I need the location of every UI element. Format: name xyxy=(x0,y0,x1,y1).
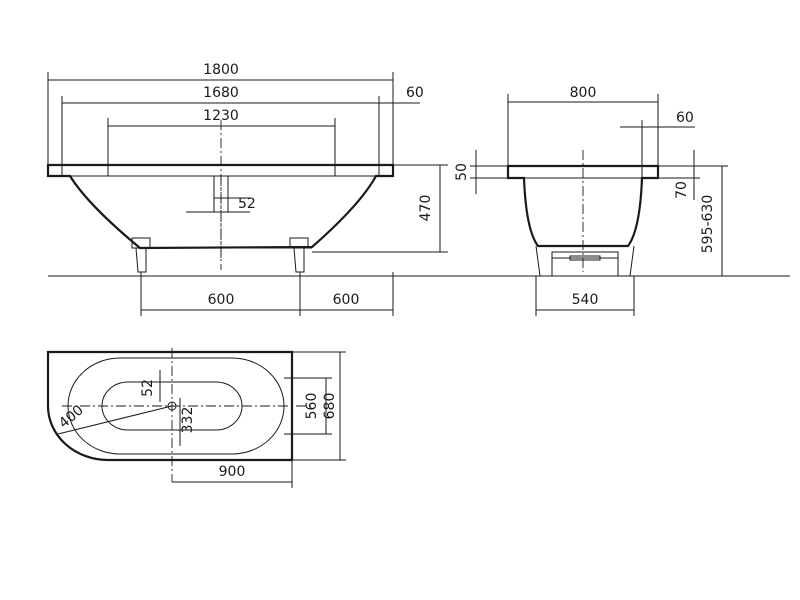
label-drain-52: 52 xyxy=(238,196,256,212)
label-70: 70 xyxy=(674,181,690,199)
label-1230: 1230 xyxy=(203,108,239,124)
drain-front xyxy=(186,175,250,258)
front-view: 1800 1680 60 1230 52 470 xyxy=(46,62,790,316)
label-1800: 1800 xyxy=(203,62,239,78)
label-side-rim-60: 60 xyxy=(676,110,694,126)
label-680: 680 xyxy=(322,393,338,420)
leg-frame-side xyxy=(535,245,635,277)
label-400: 400 xyxy=(56,402,87,431)
tub-front-outline xyxy=(46,163,395,250)
tub-side-outline xyxy=(506,164,660,248)
label-1680: 1680 xyxy=(203,85,239,101)
tub-plan-bottom xyxy=(101,381,243,431)
dim-drain-offset: 332 xyxy=(179,398,196,446)
label-800: 800 xyxy=(570,85,597,101)
leg-left xyxy=(131,237,151,273)
dim-drain-position: 900 xyxy=(172,460,293,488)
label-leg-600-left: 600 xyxy=(208,292,235,308)
dim-plan-widths: 560 680 xyxy=(260,351,346,461)
dim-total-height: 595-630 xyxy=(658,165,728,276)
label-332: 332 xyxy=(180,407,196,434)
dim-leg-span: 540 xyxy=(535,276,635,316)
label-560: 560 xyxy=(304,393,320,420)
tub-plan-outline xyxy=(46,350,294,462)
dim-legs: 600 600 xyxy=(140,272,394,316)
label-plan-52: 52 xyxy=(140,379,156,397)
dim-height: 470 xyxy=(312,164,448,253)
dim-drop: 70 xyxy=(642,150,700,200)
dim-overall-length: 1800 xyxy=(47,62,394,165)
label-540: 540 xyxy=(572,292,599,308)
dim-width: 800 xyxy=(507,85,659,166)
dim-rim-thickness: 50 xyxy=(454,150,508,194)
label-900: 900 xyxy=(219,464,246,480)
dim-radius: 400 xyxy=(56,402,173,435)
side-view: 800 60 50 70 595-630 xyxy=(454,85,728,316)
label-470: 470 xyxy=(418,195,434,222)
leg-right xyxy=(289,237,309,273)
dim-bottom-length: 1230 xyxy=(107,108,336,176)
label-rim-60: 60 xyxy=(406,85,424,101)
label-50: 50 xyxy=(454,163,470,181)
dim-plan-drain: 52 xyxy=(140,370,161,402)
label-595-630: 595-630 xyxy=(700,195,716,254)
tub-plan-inner xyxy=(67,357,285,455)
label-leg-600-right: 600 xyxy=(333,292,360,308)
plan-view: 400 52 332 560 680 900 xyxy=(46,348,346,488)
dim-inner-length: 1680 60 xyxy=(61,85,424,176)
dim-rim-side: 60 xyxy=(620,110,695,178)
